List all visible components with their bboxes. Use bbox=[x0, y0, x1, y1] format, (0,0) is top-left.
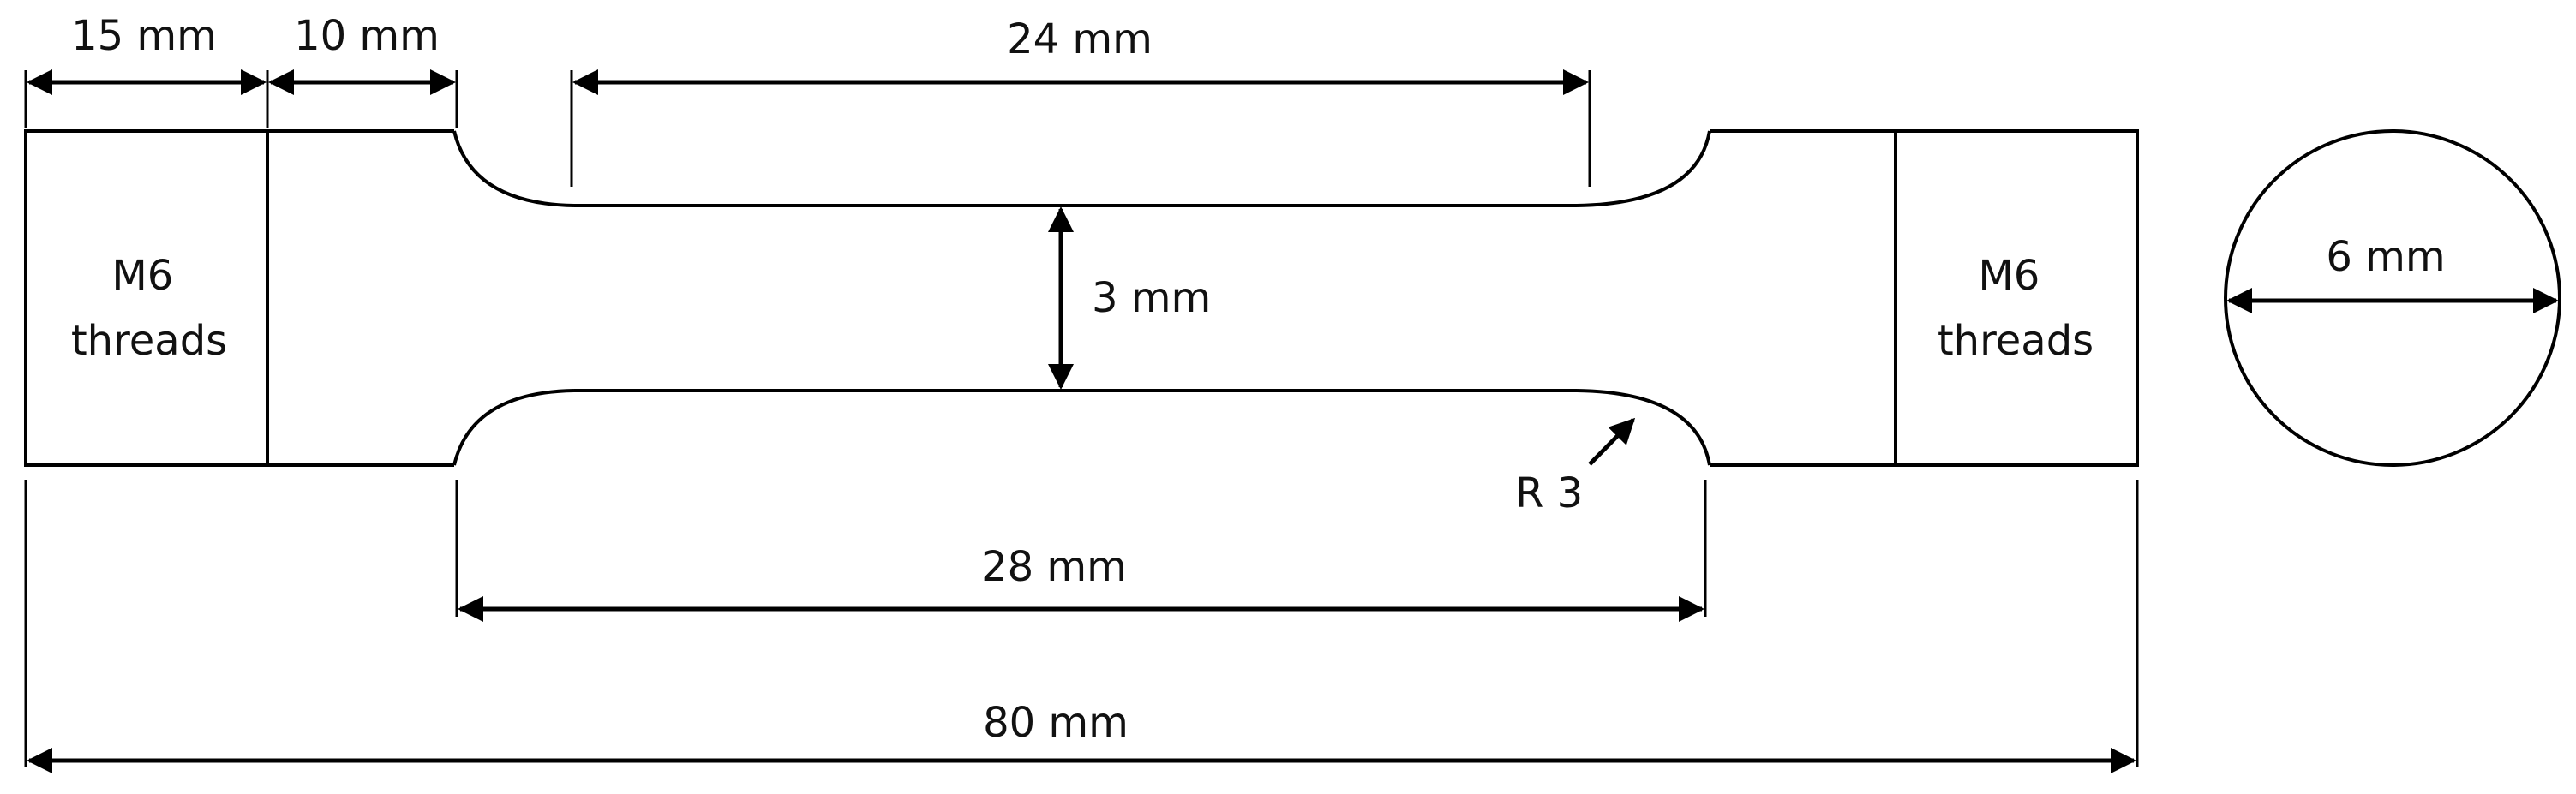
left-thread-label: M6 threads bbox=[71, 252, 227, 365]
total-length-dimension: 80 mm bbox=[24, 480, 2139, 773]
grip-diameter-label: 6 mm bbox=[2326, 233, 2445, 281]
fillet-radius-label: R 3 bbox=[1515, 469, 1583, 517]
grip-length-dimension: 15 mm bbox=[24, 12, 269, 128]
shoulder-length-label: 10 mm bbox=[294, 12, 440, 60]
right-thread-region bbox=[1894, 129, 2139, 467]
reduced-length-dimension: 28 mm bbox=[455, 480, 1707, 622]
reduced-length-label: 28 mm bbox=[981, 543, 1127, 591]
gauge-diameter-label: 3 mm bbox=[1092, 274, 1211, 322]
left-thread-region bbox=[24, 129, 269, 467]
shoulder-length-dimension: 10 mm bbox=[268, 12, 458, 128]
fillet-radius-callout: R 3 bbox=[1515, 417, 1636, 517]
grip-length-label: 15 mm bbox=[71, 12, 217, 60]
specimen-outline bbox=[24, 129, 2139, 467]
right-top-fillet bbox=[1576, 130, 1711, 207]
cross-section-view: 6 mm bbox=[2224, 129, 2561, 467]
gauge-length-dimension: 24 mm bbox=[570, 15, 1591, 187]
left-top-fillet bbox=[452, 130, 575, 207]
gauge-diameter-dimension: 3 mm bbox=[1048, 206, 1211, 390]
left-bottom-fillet bbox=[452, 389, 575, 466]
cross-section-circle bbox=[2224, 129, 2561, 467]
right-bottom-fillet bbox=[1576, 389, 1711, 466]
right-thread-label: M6 threads bbox=[1938, 252, 2094, 365]
gauge-length-label: 24 mm bbox=[1007, 15, 1153, 63]
total-length-label: 80 mm bbox=[983, 699, 1129, 747]
